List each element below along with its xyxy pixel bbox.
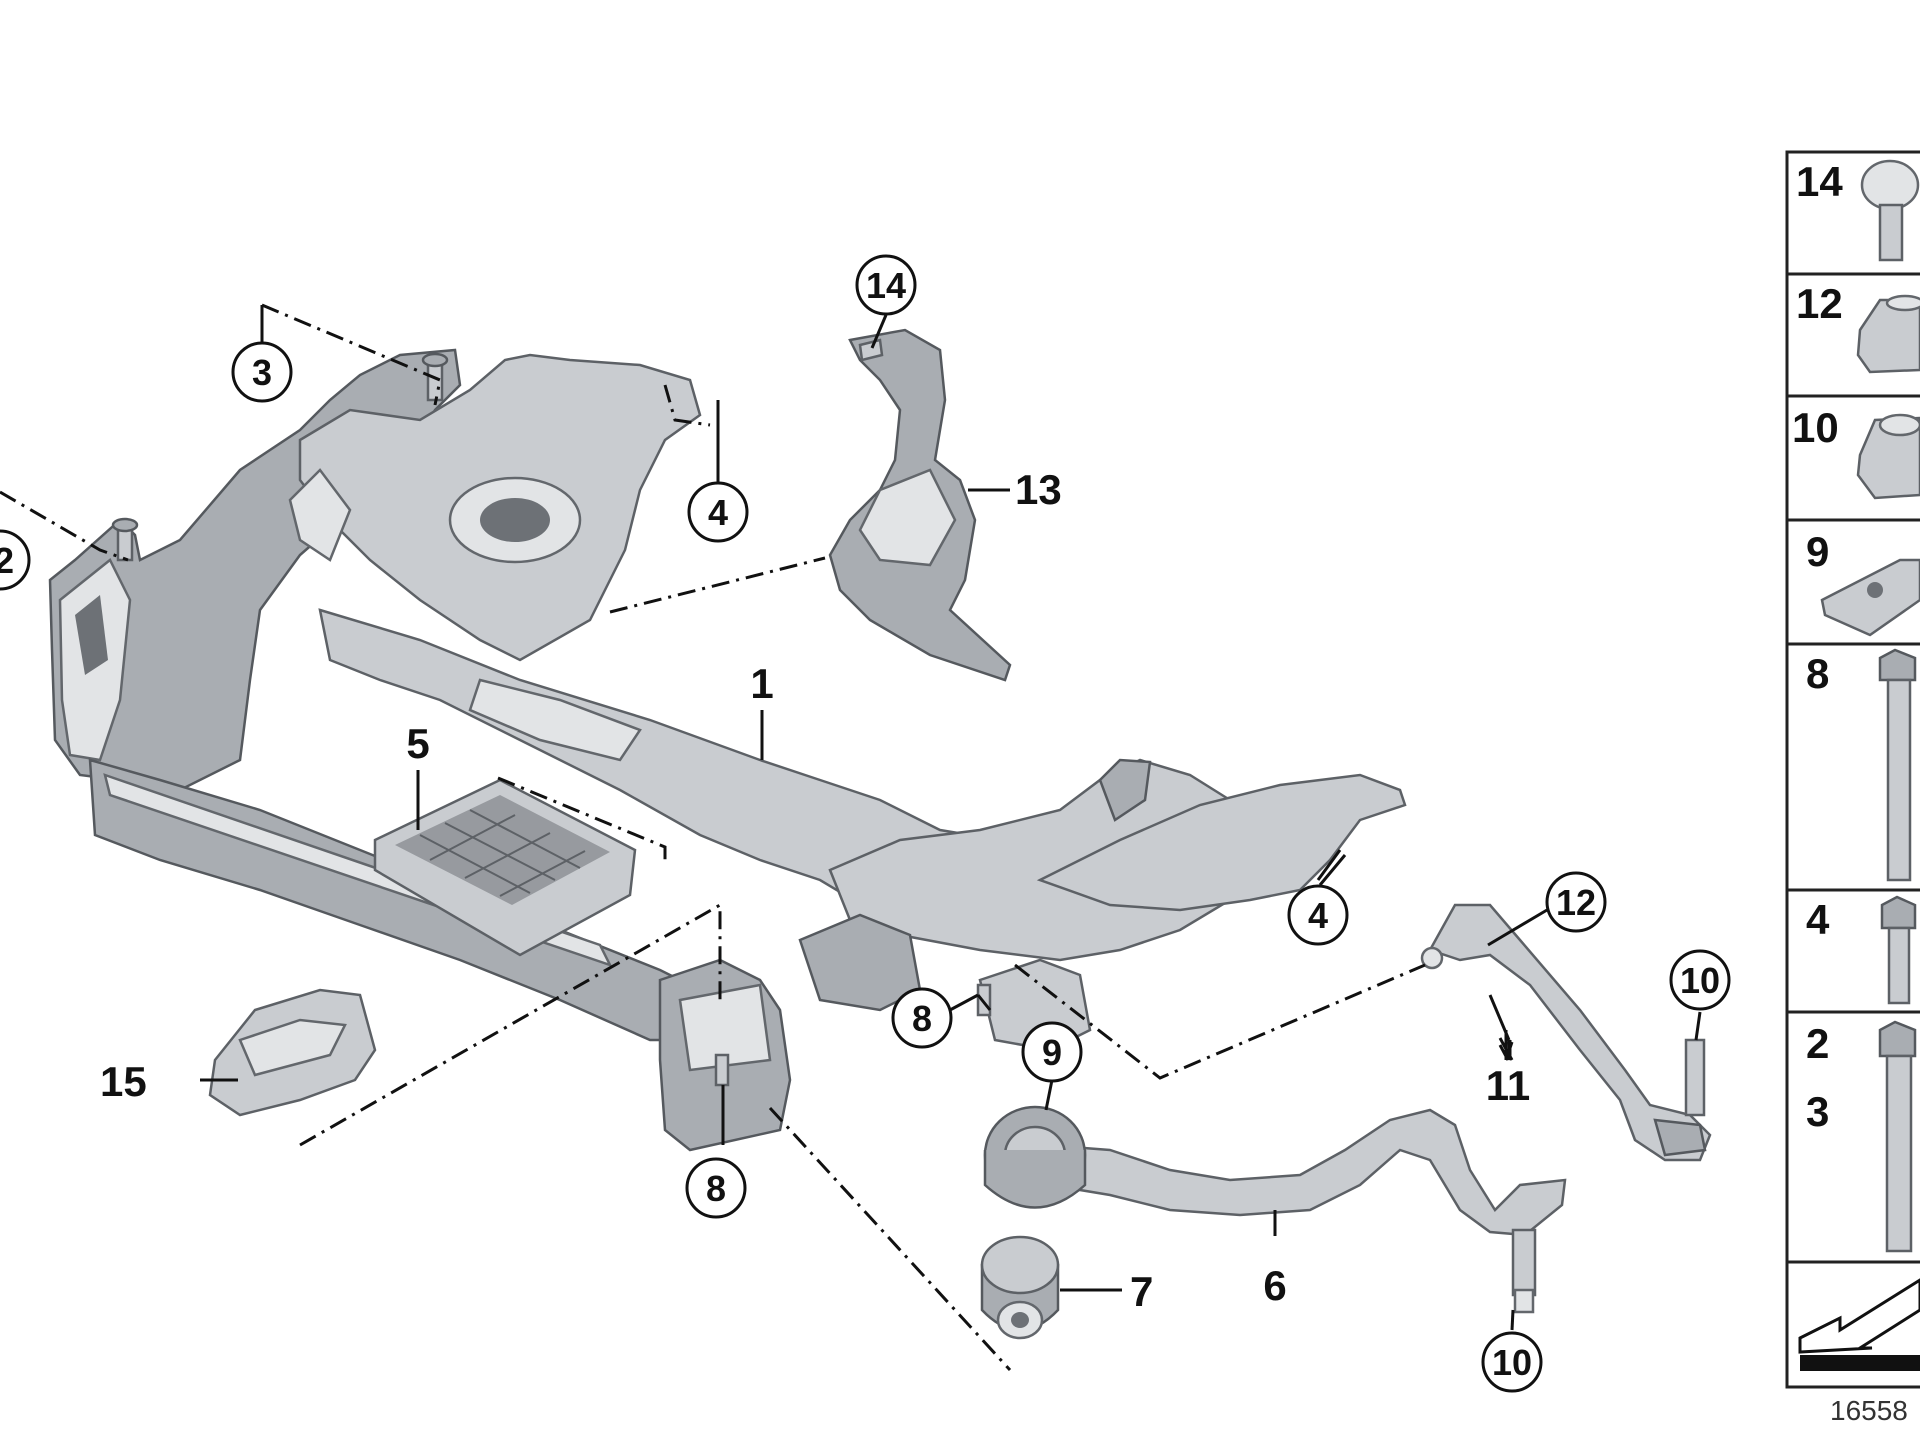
- legend-label-14: 14: [1796, 158, 1843, 205]
- svg-text:12: 12: [1556, 882, 1596, 923]
- callout-10-lower: 10: [1481, 1331, 1543, 1393]
- callout-15: 15: [100, 1058, 147, 1105]
- callout-11: 11: [1486, 1062, 1530, 1109]
- legend-label-8: 8: [1806, 650, 1829, 697]
- wishbone: [1043, 1108, 1567, 1314]
- bolt-8-right: [714, 1053, 730, 1087]
- callout-4-lower: 4: [1287, 884, 1349, 946]
- svg-text:10: 10: [1492, 1342, 1532, 1383]
- legend-label-12: 12: [1796, 280, 1843, 327]
- svg-text:4: 4: [708, 492, 728, 533]
- leader-lines: [200, 314, 1702, 1331]
- hex-collar-nut-icon: [1856, 294, 1920, 374]
- legend-label-3: 3: [1806, 1088, 1829, 1135]
- callout-6: 6: [1263, 1262, 1286, 1309]
- protective-cover: [208, 988, 377, 1117]
- callout-7: 7: [1130, 1268, 1153, 1315]
- svg-text:8: 8: [706, 1168, 726, 1209]
- svg-text:4: 4: [1308, 895, 1328, 936]
- tension-strut: [1420, 903, 1712, 1162]
- fastener-legend-panel: 14 12 10 9 8 4 2 3: [1785, 150, 1920, 1389]
- legend-label-2: 2: [1806, 1020, 1829, 1067]
- direction-arrow-icon: [1798, 1278, 1920, 1371]
- callout-3: 3: [231, 341, 293, 403]
- bolt-8-left: [976, 983, 992, 1017]
- hex-bolt-icon: [1878, 1020, 1917, 1253]
- callout-10-upper: 10: [1669, 949, 1731, 1011]
- callout-9: 9: [1021, 1021, 1083, 1083]
- underbody-panel: [373, 778, 637, 957]
- callout-5: 5: [406, 720, 429, 767]
- phantom-lines: [0, 303, 1426, 1372]
- torx-bolt-icon: [1860, 159, 1920, 262]
- long-hex-bolt-icon: [1878, 648, 1917, 882]
- callout-8-lower: 8: [685, 1157, 747, 1219]
- svg-text:2: 2: [0, 540, 14, 581]
- legend-label-10: 10: [1792, 404, 1839, 451]
- svg-text:10: 10: [1680, 960, 1720, 1001]
- callout-2: 2: [0, 529, 31, 591]
- rubber-mount: [983, 1105, 1087, 1209]
- svg-text:14: 14: [866, 265, 906, 306]
- short-hex-bolt-icon: [1880, 895, 1917, 1005]
- bolt-14: [858, 338, 884, 362]
- callout-4-upper: 4: [687, 481, 749, 543]
- callout-14: 14: [855, 254, 917, 316]
- legend-label-4: 4: [1806, 896, 1830, 943]
- callout-12: 12: [1545, 871, 1607, 933]
- bracket-plate-icon: [1820, 558, 1920, 637]
- callout-1: 1: [750, 660, 773, 707]
- collar-nut-icon: [1856, 413, 1920, 500]
- svg-text:8: 8: [912, 998, 932, 1039]
- legend-label-9: 9: [1806, 528, 1829, 575]
- callout-13: 13: [1015, 466, 1062, 513]
- svg-text:3: 3: [252, 352, 272, 393]
- bolt-2: [111, 517, 139, 562]
- callout-8-upper: 8: [891, 987, 953, 1049]
- rubber-bushing: [980, 1235, 1060, 1340]
- document-number: 16558: [1830, 1395, 1908, 1426]
- svg-text:9: 9: [1042, 1032, 1062, 1073]
- heat-shield: [828, 328, 1012, 682]
